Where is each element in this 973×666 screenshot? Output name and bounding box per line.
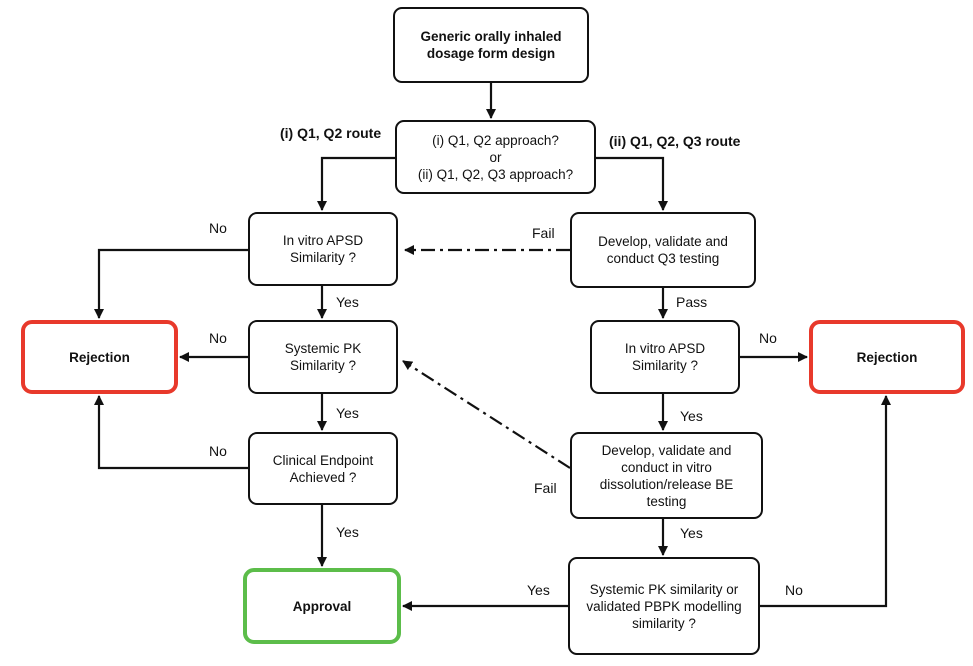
arrow-route-ii — [596, 156, 668, 211]
right-apsd-node-text: In vitro APSD Similarity ? — [624, 341, 706, 373]
no-pbpk-label: No — [785, 582, 803, 598]
yes-pk-left-label: Yes — [336, 405, 359, 421]
q3-testing-text: Develop, validate and conduct Q3 testing — [598, 234, 728, 266]
no-apsd-left-label: No — [209, 220, 227, 236]
yes-dissolution-label: Yes — [680, 525, 703, 541]
fail-q3-label: Fail — [532, 225, 555, 241]
left-pk-node: Systemic PK Similarity ? — [248, 320, 398, 394]
rejection-right-node: Rejection — [809, 320, 965, 394]
no-clinical-label: No — [209, 443, 227, 459]
start-node: Generic orally inhaled dosage form desig… — [393, 7, 589, 83]
decision-node-text: (i) Q1, Q2 approach? or (ii) Q1, Q2, Q3 … — [417, 132, 574, 182]
arrow-clinical-no — [94, 395, 248, 470]
arrow-dissolution-fail — [402, 360, 571, 469]
approval-node: Approval — [243, 568, 401, 644]
route-i-label: (i) Q1, Q2 route — [280, 125, 382, 141]
rejection-left-text: Rejection — [69, 349, 130, 365]
yes-apsd-right-label: Yes — [680, 408, 703, 424]
start-node-text: Generic orally inhaled dosage form desig… — [420, 29, 562, 61]
no-apsd-right-label: No — [759, 330, 777, 346]
left-apsd-node: In vitro APSD Similarity ? — [248, 212, 398, 286]
left-apsd-node-text: In vitro APSD Similarity ? — [282, 233, 364, 265]
pbpk-node: Systemic PK similarity or validated PBPK… — [568, 557, 760, 655]
approval-text: Approval — [292, 598, 352, 614]
q3-testing-node: Develop, validate and conduct Q3 testing — [570, 212, 756, 288]
pass-q3-label: Pass — [676, 294, 708, 310]
rejection-left-node: Rejection — [21, 320, 178, 394]
right-apsd-node: In vitro APSD Similarity ? — [590, 320, 740, 394]
left-pk-node-text: Systemic PK Similarity ? — [284, 341, 362, 373]
pbpk-text: Systemic PK similarity or validated PBPK… — [586, 581, 742, 631]
arrow-pbpk-no — [760, 395, 891, 608]
route-ii-label: (ii) Q1, Q2, Q3 route — [609, 133, 741, 149]
decision-node: (i) Q1, Q2 approach? or (ii) Q1, Q2, Q3 … — [395, 120, 596, 194]
yes-clinical-label: Yes — [336, 524, 359, 540]
clinical-node-text: Clinical Endpoint Achieved ? — [272, 452, 374, 485]
yes-apsd-left-label: Yes — [336, 294, 359, 310]
no-pk-left-label: No — [209, 330, 227, 346]
dissolution-text: Develop, validate and conduct in vitro d… — [599, 442, 734, 509]
arrow-left-apsd-no — [94, 248, 248, 319]
yes-pbpk-label: Yes — [527, 582, 550, 598]
clinical-node: Clinical Endpoint Achieved ? — [248, 432, 398, 505]
arrow-route-i — [317, 156, 395, 211]
fail-dissolution-label: Fail — [534, 480, 557, 496]
rejection-right-text: Rejection — [856, 349, 918, 365]
dissolution-node: Develop, validate and conduct in vitro d… — [570, 432, 763, 519]
